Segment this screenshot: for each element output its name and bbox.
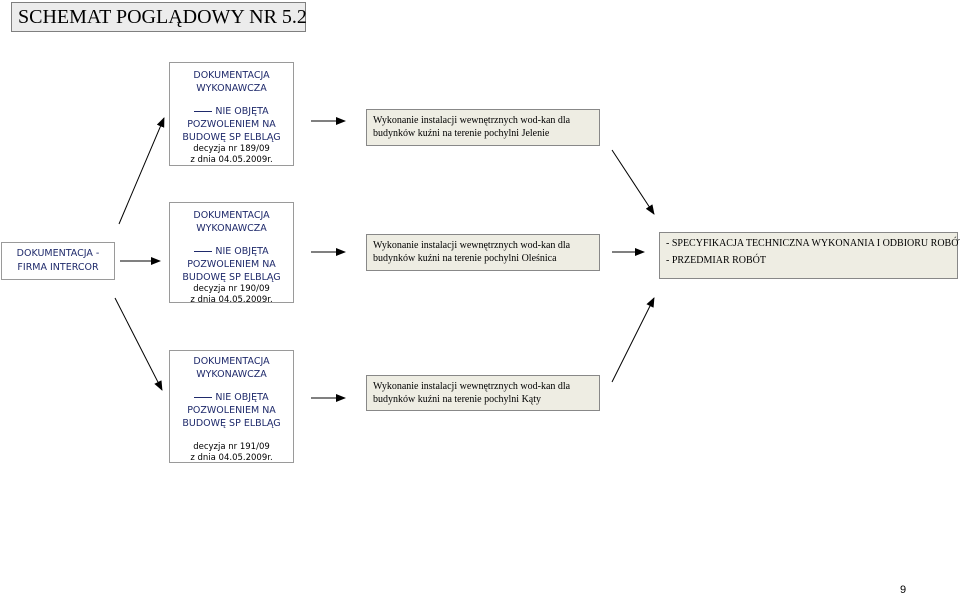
- doc-box-decision: decyzja nr 189/09: [193, 144, 270, 154]
- doc-box-line: WYKONAWCZA: [196, 223, 267, 234]
- work-box-line: budynków kuźni na terenie pochylni Oleśn…: [373, 253, 557, 264]
- work-box-line: Wykonanie instalacji wewnętrznych wod-ka…: [373, 240, 571, 251]
- work-box-jelenie: Wykonanie instalacji wewnętrznych wod-ka…: [366, 109, 600, 146]
- doc-box-189: DOKUMENTACJA WYKONAWCZA NIE OBJĘTA POZWO…: [169, 62, 294, 166]
- doc-box-decision: decyzja nr 190/09: [193, 284, 270, 294]
- arrow-firma-to-doc-189: [118, 117, 165, 225]
- doc-box-line: NIE OBJĘTA: [170, 105, 293, 118]
- doc-box-line: BUDOWĘ SP ELBLĄG: [182, 272, 281, 283]
- doc-box-date: z dnia 04.05.2009r.: [190, 453, 273, 463]
- specification-box: - SPECYFIKACJA TECHNICZNA WYKONANIA I OD…: [659, 232, 960, 279]
- arrow-firma-to-doc-191: [114, 297, 163, 391]
- doc-box-date: z dnia 04.05.2009r.: [190, 295, 273, 305]
- work-box-katy: Wykonanie instalacji wewnętrznych wod-ka…: [366, 375, 600, 411]
- firma-line: FIRMA INTERCOR: [17, 262, 99, 273]
- arrow-work-jelenie-to-spec: [611, 149, 655, 215]
- work-box-line: Wykonanie instalacji wewnętrznych wod-ka…: [373, 115, 571, 126]
- doc-box-line: WYKONAWCZA: [196, 83, 267, 94]
- doc-box-line: POZWOLENIEM NA: [187, 259, 276, 270]
- doc-box-line: DOKUMENTACJA: [193, 210, 270, 221]
- doc-box-line: NIE OBJĘTA: [170, 245, 293, 258]
- work-box-line: Wykonanie instalacji wewnętrznych wod-ka…: [373, 381, 571, 392]
- firma-intercor-box: DOKUMENTACJA - FIRMA INTERCOR: [1, 242, 115, 280]
- work-box-olesnica: Wykonanie instalacji wewnętrznych wod-ka…: [366, 234, 600, 271]
- doc-box-line: BUDOWĘ SP ELBLĄG: [182, 418, 281, 429]
- firma-line: DOKUMENTACJA -: [16, 248, 100, 259]
- page-number: 9: [900, 584, 907, 596]
- doc-box-date: z dnia 04.05.2009r.: [190, 155, 273, 165]
- page-title: SCHEMAT POGLĄDOWY NR 5.2: [11, 2, 307, 32]
- doc-box-191: DOKUMENTACJA WYKONAWCZA NIE OBJĘTA POZWO…: [169, 350, 294, 463]
- arrow-work-katy-to-spec: [611, 297, 655, 383]
- doc-box-line: POZWOLENIEM NA: [187, 119, 276, 130]
- work-box-line: budynków kuźni na terenie pochylni Jelen…: [373, 128, 550, 139]
- doc-box-line: WYKONAWCZA: [196, 369, 267, 380]
- doc-box-line: POZWOLENIEM NA: [187, 405, 276, 416]
- doc-box-line: DOKUMENTACJA: [193, 356, 270, 367]
- doc-box-line: NIE OBJĘTA: [170, 391, 293, 404]
- doc-box-190: DOKUMENTACJA WYKONAWCZA NIE OBJĘTA POZWO…: [169, 202, 294, 305]
- work-box-line: budynków kuźni na terenie pochylni Kąty: [373, 394, 542, 405]
- doc-box-decision: decyzja nr 191/09: [193, 442, 270, 452]
- doc-box-line: BUDOWĘ SP ELBLĄG: [182, 132, 281, 143]
- spec-line: - PRZEDMIAR ROBÓT: [666, 255, 767, 266]
- spec-line: - SPECYFIKACJA TECHNICZNA WYKONANIA I OD…: [666, 238, 960, 249]
- doc-box-line: DOKUMENTACJA: [193, 70, 270, 81]
